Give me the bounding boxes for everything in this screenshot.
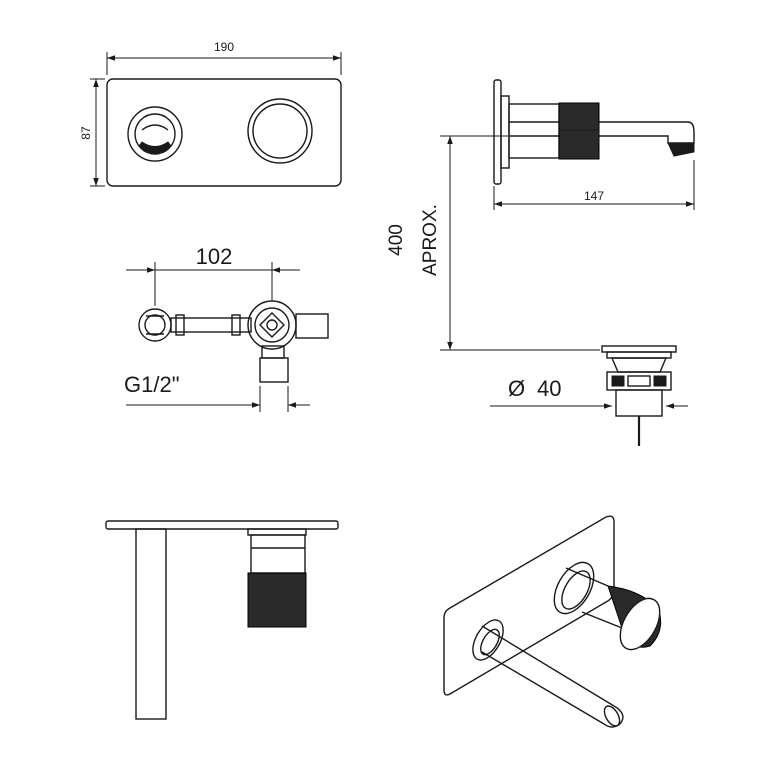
height-label: 400 (386, 224, 407, 256)
spout-length-label: 147 (584, 189, 604, 203)
side-view: 147 400 APROX. (386, 79, 695, 351)
front-view: 190 87 (79, 40, 342, 187)
isometric-view (443, 515, 662, 728)
elevation-view (105, 520, 339, 720)
drain-diameter-label: 40 (537, 376, 561, 401)
height-note-label: APROX. (420, 204, 441, 276)
body-top-view: 102 G1/2" (124, 244, 329, 412)
centers-label: 102 (196, 244, 233, 269)
plate-height-label: 87 (79, 126, 93, 140)
diameter-symbol: Ø (508, 376, 525, 401)
plate-width-label: 190 (214, 40, 234, 54)
drain-view: Ø 40 (490, 345, 688, 446)
connection-label: G1/2" (124, 372, 180, 397)
